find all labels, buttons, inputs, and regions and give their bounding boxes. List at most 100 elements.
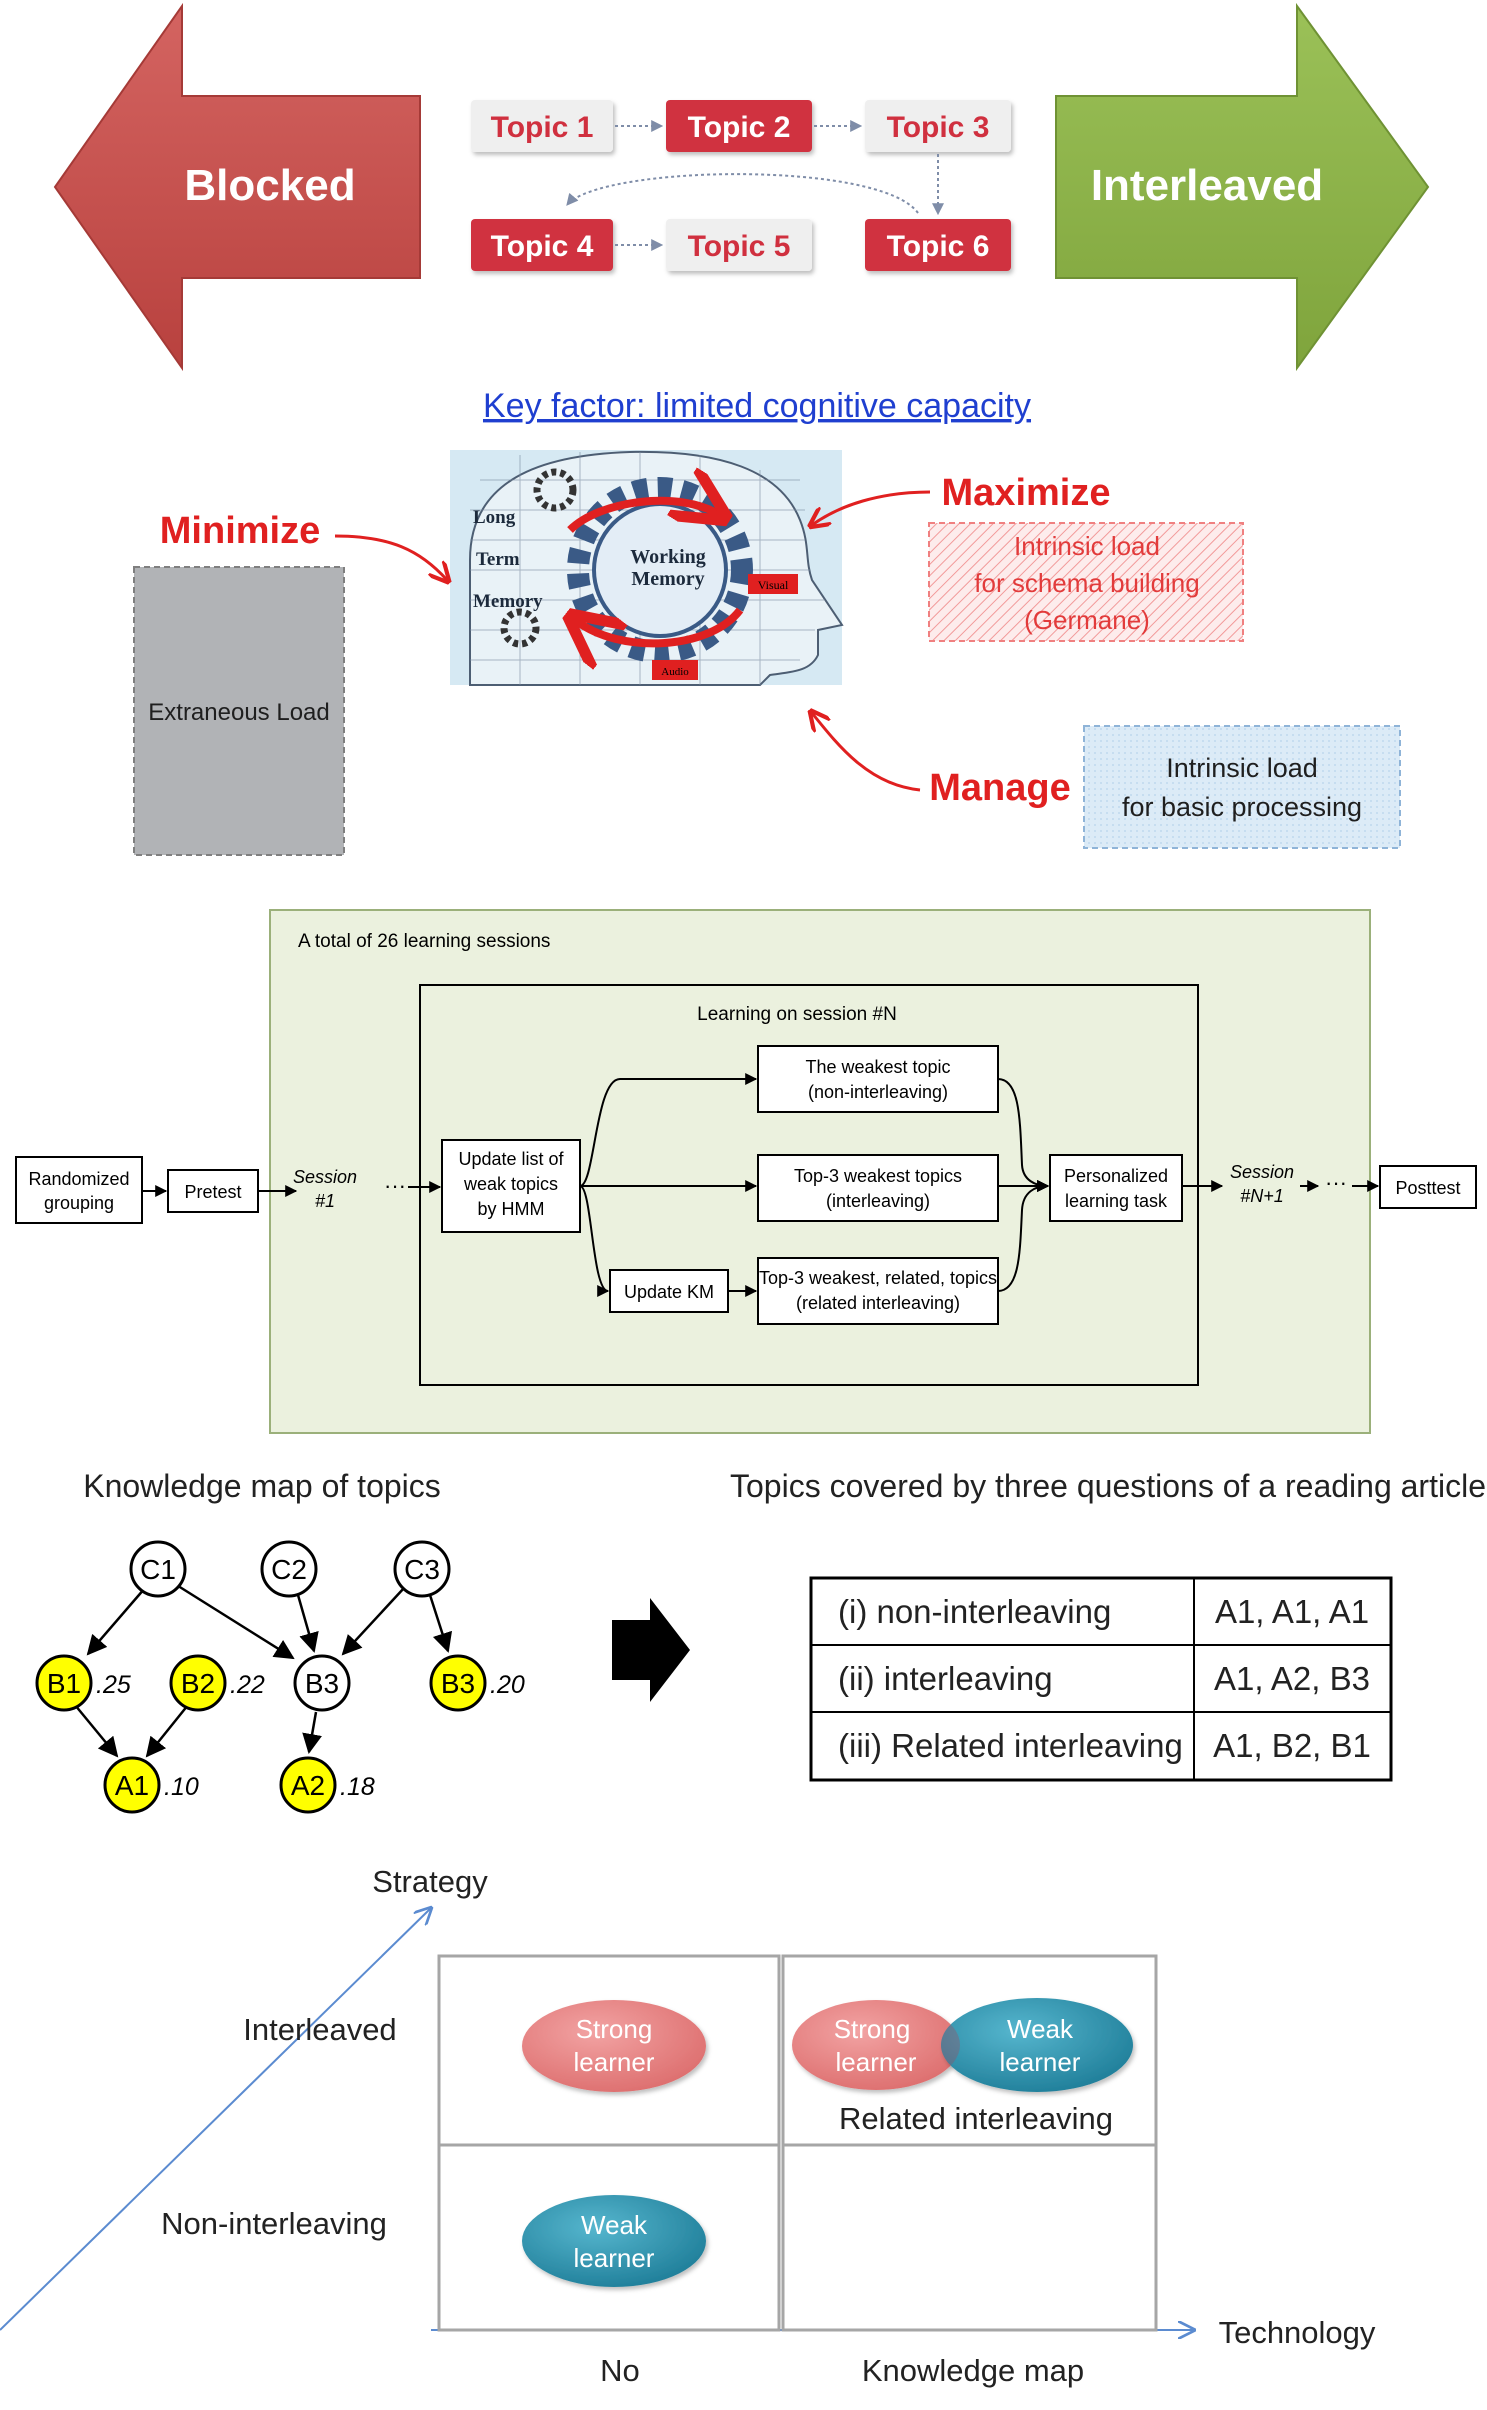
blocked-arrow: Blocked xyxy=(53,2,421,372)
visual-label: Visual xyxy=(758,578,789,592)
update-km-box xyxy=(609,1269,729,1313)
manage-label: Manage xyxy=(929,767,1070,809)
personalized-line-2: learning task xyxy=(1065,1191,1168,1211)
session-1-line-2: #1 xyxy=(315,1191,335,1211)
table-row-1-value: A1, A1, A1 xyxy=(1215,1593,1369,1630)
weight-a2: .18 xyxy=(340,1773,375,1801)
strong-learner-q1 xyxy=(522,2000,706,2092)
y-axis xyxy=(0,1908,431,2331)
x-axis-label: Technology xyxy=(1219,2315,1376,2350)
kmap-nodes: C1 C2 C3 B1 B2 B3 B3 A1 A2 xyxy=(35,1540,487,1814)
weak-q2-line-2: learner xyxy=(1000,2047,1081,2077)
node-b1 xyxy=(35,1654,93,1712)
weakest-line-2: (non-interleaving) xyxy=(808,1082,948,1102)
dots-1: ··· xyxy=(384,1173,406,1198)
table-title: Topics covered by three questions of a r… xyxy=(730,1468,1486,1504)
node-c2-label: C2 xyxy=(271,1554,307,1585)
top3-related-line-2: (related interleaving) xyxy=(796,1293,960,1313)
weakest-line-1: The weakest topic xyxy=(805,1057,950,1077)
col-label-knowledge-map: Knowledge map xyxy=(862,2353,1084,2388)
node-c3-label: C3 xyxy=(404,1554,440,1585)
table-row-1-label: (i) non-interleaving xyxy=(838,1593,1111,1630)
related-interleaving-label: Related interleaving xyxy=(839,2101,1113,2136)
col-label-no: No xyxy=(600,2353,640,2388)
strong-q2-line-2: learner xyxy=(836,2047,917,2077)
strong-q1-line-1: Strong xyxy=(576,2014,653,2044)
session-n1-line-1: Session xyxy=(1230,1162,1294,1182)
table-row-3-value: A1, B2, B1 xyxy=(1213,1727,1371,1764)
y-axis-label: Strategy xyxy=(372,1864,488,1899)
row-label-interleaved: Interleaved xyxy=(243,2012,396,2047)
topic-5-box xyxy=(666,219,812,271)
strong-q2-line-1: Strong xyxy=(834,2014,911,2044)
weight-b1: .25 xyxy=(96,1671,131,1699)
session-1-line-1: Session xyxy=(293,1167,357,1187)
randomized-line-2: grouping xyxy=(44,1193,114,1213)
personalized-task-box xyxy=(1049,1154,1183,1222)
table-row-2-value: A1, A2, B3 xyxy=(1214,1660,1370,1697)
topic-1-box xyxy=(471,100,613,152)
topic-4-box xyxy=(471,219,613,271)
node-c1-label: C1 xyxy=(140,1554,176,1585)
weight-b2: .22 xyxy=(230,1671,265,1699)
node-b3-center-label: B3 xyxy=(305,1668,339,1699)
weak-learner-q3 xyxy=(522,2195,706,2287)
basic-processing-box xyxy=(1083,725,1401,849)
small-gear-icon-2 xyxy=(500,608,540,648)
node-b1-label: B1 xyxy=(47,1668,81,1699)
personalized-line-1: Personalized xyxy=(1064,1166,1168,1186)
table-row-3-label: (iii) Related interleaving xyxy=(838,1727,1183,1764)
node-a2 xyxy=(279,1756,337,1814)
ltm-label-2: Term xyxy=(476,549,520,570)
quadrant-grid xyxy=(437,1954,1158,2332)
topic-5-label: Topic 5 xyxy=(688,230,791,263)
germane-load-box xyxy=(928,522,1244,642)
blocked-label: Blocked xyxy=(184,161,355,210)
update-list-line-2: weak topics xyxy=(463,1174,558,1194)
right-arrow-icon xyxy=(612,1598,690,1702)
randomized-grouping-box xyxy=(15,1156,143,1224)
node-b2-label: B2 xyxy=(181,1668,215,1699)
sessions-title: A total of 26 learning sessions xyxy=(298,931,550,952)
weak-q3-line-1: Weak xyxy=(581,2210,648,2240)
gear-icon xyxy=(567,477,753,663)
germane-line-1: Intrinsic load xyxy=(1014,531,1160,561)
node-b2 xyxy=(169,1654,227,1712)
session-n1-line-2: #N+1 xyxy=(1240,1186,1284,1206)
interleaved-arrow: Interleaved xyxy=(1055,2,1430,372)
brain-illustration: Visual Audio Long Term Memory Working Me… xyxy=(450,450,844,686)
posttest-label: Posttest xyxy=(1395,1178,1460,1198)
wm-label-2: Memory xyxy=(631,568,704,590)
node-a1 xyxy=(103,1756,161,1814)
basic-line-1: Intrinsic load xyxy=(1166,753,1318,783)
interleaved-label: Interleaved xyxy=(1091,161,1323,210)
top3-line-2: (interleaving) xyxy=(826,1191,930,1211)
ltm-label-3: Memory xyxy=(473,591,543,612)
ltm-label-1: Long xyxy=(473,507,516,528)
basic-line-2: for basic processing xyxy=(1122,792,1362,822)
weak-learner-q2 xyxy=(941,1998,1133,2092)
node-b3-right xyxy=(429,1654,487,1712)
weak-q2-line-1: Weak xyxy=(1007,2014,1074,2044)
weight-b3: .20 xyxy=(490,1671,525,1699)
kmap-title: Knowledge map of topics xyxy=(83,1468,441,1504)
key-factor-heading: Key factor: limited cognitive capacity xyxy=(483,387,1031,425)
node-c1 xyxy=(129,1540,187,1598)
update-list-line-1: Update list of xyxy=(458,1149,564,1169)
topic-4-label: Topic 4 xyxy=(491,230,594,263)
node-a1-label: A1 xyxy=(115,1770,149,1801)
germane-line-2: for schema building xyxy=(974,568,1199,598)
top3-weakest-box xyxy=(757,1154,999,1222)
topic-3-label: Topic 3 xyxy=(887,111,990,144)
node-a2-label: A2 xyxy=(291,1770,325,1801)
topic-2-label: Topic 2 xyxy=(688,111,791,144)
top3-related-box xyxy=(757,1257,999,1325)
small-gear-icon xyxy=(533,468,577,512)
pretest-label: Pretest xyxy=(184,1182,241,1202)
update-list-line-3: by HMM xyxy=(478,1199,545,1219)
extraneous-load-label: Extraneous Load xyxy=(148,699,329,726)
weight-a1: .10 xyxy=(164,1773,199,1801)
topic-1-label: Topic 1 xyxy=(491,111,594,144)
strong-q1-line-2: learner xyxy=(574,2047,655,2077)
table-row-2-label: (ii) interleaving xyxy=(838,1660,1053,1697)
